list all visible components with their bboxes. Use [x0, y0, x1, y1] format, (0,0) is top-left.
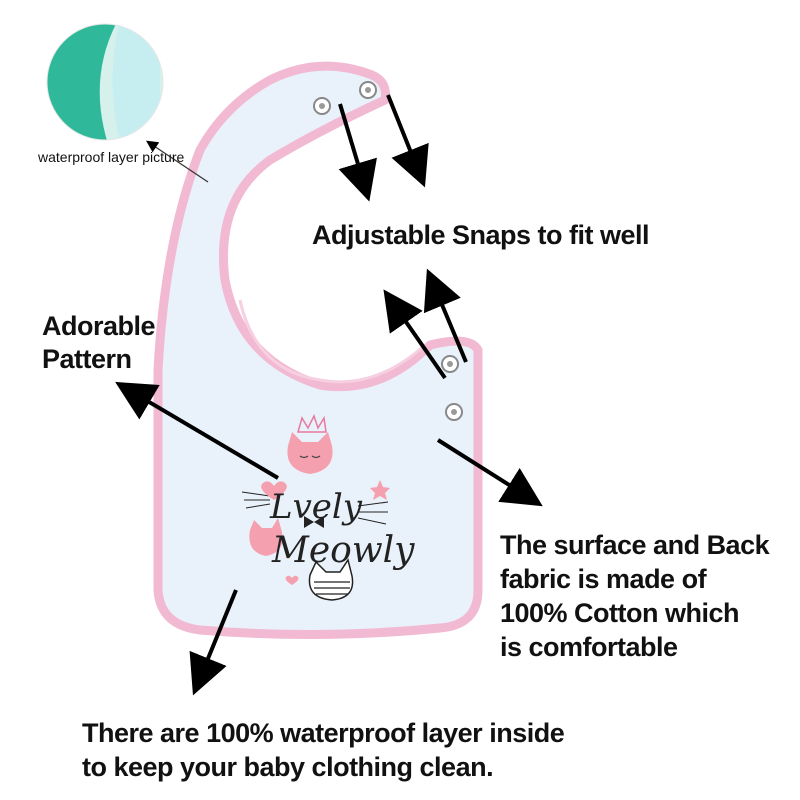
arrow-snap-4: [423, 268, 468, 363]
snap-side-lower: [445, 403, 463, 421]
arrow-snap-1: [338, 103, 377, 202]
inset-caption: waterproof layer picture: [38, 149, 185, 165]
waterproof-callout: There are 100% waterproof layer inside t…: [82, 716, 565, 784]
pattern-callout-line: Adorable: [42, 311, 156, 341]
bow-icon: [304, 516, 324, 528]
bib-print-pattern: Lvely Meowly: [241, 414, 415, 601]
arrow-pattern: [115, 381, 280, 480]
snaps-callout: Adjustable Snaps to fit well: [312, 220, 650, 250]
whiskers-right: [357, 501, 389, 525]
surface-callout-line: is comfortable: [500, 632, 678, 662]
surface-callout-line: 100% Cotton which: [500, 598, 740, 628]
snap-top-right: [359, 81, 377, 99]
star-icon: [370, 480, 390, 500]
bib-inner-stitch: [238, 299, 427, 384]
callout-arrows: [115, 94, 543, 696]
surface-callout-line: fabric is made of: [500, 564, 707, 594]
surface-callout-line: The surface and Back: [500, 530, 770, 560]
waterproof-inset: [46, 23, 209, 183]
pattern-callout-line: Pattern: [42, 344, 132, 374]
print-word-2: Meowly: [271, 530, 415, 571]
arrow-snap-3: [383, 289, 447, 380]
cat-silhouette-icon: [249, 518, 283, 556]
heart-icon: [261, 481, 287, 500]
baby-bib: Lvely Meowly: [153, 61, 483, 640]
whiskers-left: [241, 491, 271, 509]
bib-body: [153, 61, 483, 640]
crown-icon: [297, 414, 327, 433]
inset-pointer: [146, 140, 209, 183]
cat-face-icon: [287, 432, 333, 474]
surface-callout: The surface and Back fabric is made of 1…: [500, 528, 770, 664]
snap-side-upper: [441, 355, 459, 373]
arrow-waterproof: [189, 589, 238, 696]
heart-small-icon: [285, 575, 299, 585]
striped-cat-icon: [308, 558, 354, 601]
waterproof-callout-line: There are 100% waterproof layer inside: [82, 718, 565, 748]
snap-top-left: [313, 97, 331, 115]
arrow-surface: [436, 438, 543, 507]
pattern-callout: Adorable Pattern: [42, 310, 156, 376]
arrow-snap-2: [386, 94, 429, 188]
print-word-1: Lvely: [269, 487, 363, 527]
waterproof-callout-line: to keep your baby clothing clean.: [82, 752, 494, 782]
